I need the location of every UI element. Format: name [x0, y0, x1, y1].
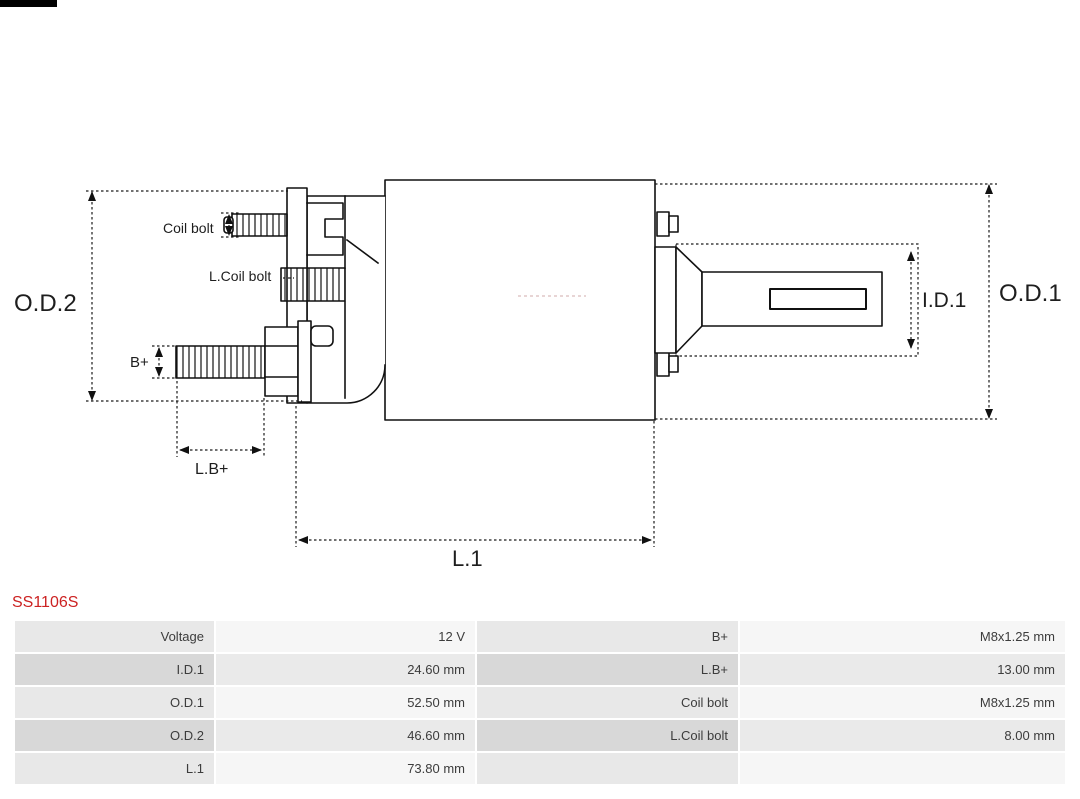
spec-cell-value: M8x1.25 mm — [740, 621, 1065, 652]
b-plus-post — [310, 325, 334, 347]
dimension-lines — [86, 183, 997, 547]
solenoid-front-cap — [306, 195, 386, 404]
dim-label-lb-plus: L.B+ — [195, 461, 228, 478]
plunger-ring — [654, 246, 677, 354]
spec-row: O.D.2 46.60 mm L.Coil bolt 8.00 mm — [15, 720, 1065, 751]
spec-cell-value: 12 V — [216, 621, 475, 652]
solenoid-main-body — [384, 179, 656, 421]
top-left-mark — [0, 0, 57, 7]
spec-cell-value: 46.60 mm — [216, 720, 475, 751]
coil-bolt-bracket — [306, 202, 344, 256]
b-plus-washer — [297, 320, 312, 403]
solenoid-drawing-svg: O.D.2 O.D.1 I.D.1 L.1 L.B+ B+ Coil bolt … — [14, 179, 1062, 571]
dim-label-coil-bolt: Coil bolt — [163, 220, 214, 236]
spec-cell-label: L.Coil bolt — [477, 720, 738, 751]
spec-row: O.D.1 52.50 mm Coil bolt M8x1.25 mm — [15, 687, 1065, 718]
spec-row: Voltage 12 V B+ M8x1.25 mm — [15, 621, 1065, 652]
spec-table: Voltage 12 V B+ M8x1.25 mm I.D.1 24.60 m… — [15, 621, 1065, 784]
spec-row: I.D.1 24.60 mm L.B+ 13.00 mm — [15, 654, 1065, 685]
spec-cell-value — [740, 753, 1065, 784]
product-code[interactable]: SS1106S — [12, 594, 79, 611]
b-plus-nut — [264, 326, 299, 397]
spec-cell-value: 52.50 mm — [216, 687, 475, 718]
coil-bolt-stud — [231, 213, 288, 237]
spec-cell-value: 13.00 mm — [740, 654, 1065, 685]
spec-row: L.1 73.80 mm — [15, 753, 1065, 784]
dim-label-od2: O.D.2 — [14, 290, 77, 317]
dim-label-b-plus: B+ — [130, 354, 149, 371]
spec-cell-label — [477, 753, 738, 784]
spec-cell-label: I.D.1 — [15, 654, 214, 685]
dim-label-id1: I.D.1 — [922, 289, 966, 312]
spec-cell-value: 8.00 mm — [740, 720, 1065, 751]
right-top-terminal — [656, 211, 670, 237]
spec-cell-label: B+ — [477, 621, 738, 652]
spec-cell-label: O.D.1 — [15, 687, 214, 718]
spec-cell-label: Coil bolt — [477, 687, 738, 718]
spec-cell-label: L.B+ — [477, 654, 738, 685]
coil-bolt-thread-block — [280, 267, 346, 302]
spec-cell-label: Voltage — [15, 621, 214, 652]
dim-label-l-coil-bolt: L.Coil bolt — [209, 268, 271, 284]
b-plus-stud — [175, 345, 266, 379]
spec-cell-value: 73.80 mm — [216, 753, 475, 784]
spec-cell-value: M8x1.25 mm — [740, 687, 1065, 718]
right-bottom-terminal — [656, 351, 670, 377]
solenoid-body-drawing — [175, 179, 883, 421]
spec-cell-value: 24.60 mm — [216, 654, 475, 685]
spec-cell-label: O.D.2 — [15, 720, 214, 751]
dim-label-l1: L.1 — [452, 546, 483, 571]
solenoid-diagram: O.D.2 O.D.1 I.D.1 L.1 L.B+ B+ Coil bolt … — [14, 179, 1062, 571]
plunger-slot — [769, 288, 867, 310]
dim-label-od1: O.D.1 — [999, 280, 1062, 307]
plunger-cone — [675, 246, 703, 354]
spec-cell-label: L.1 — [15, 753, 214, 784]
